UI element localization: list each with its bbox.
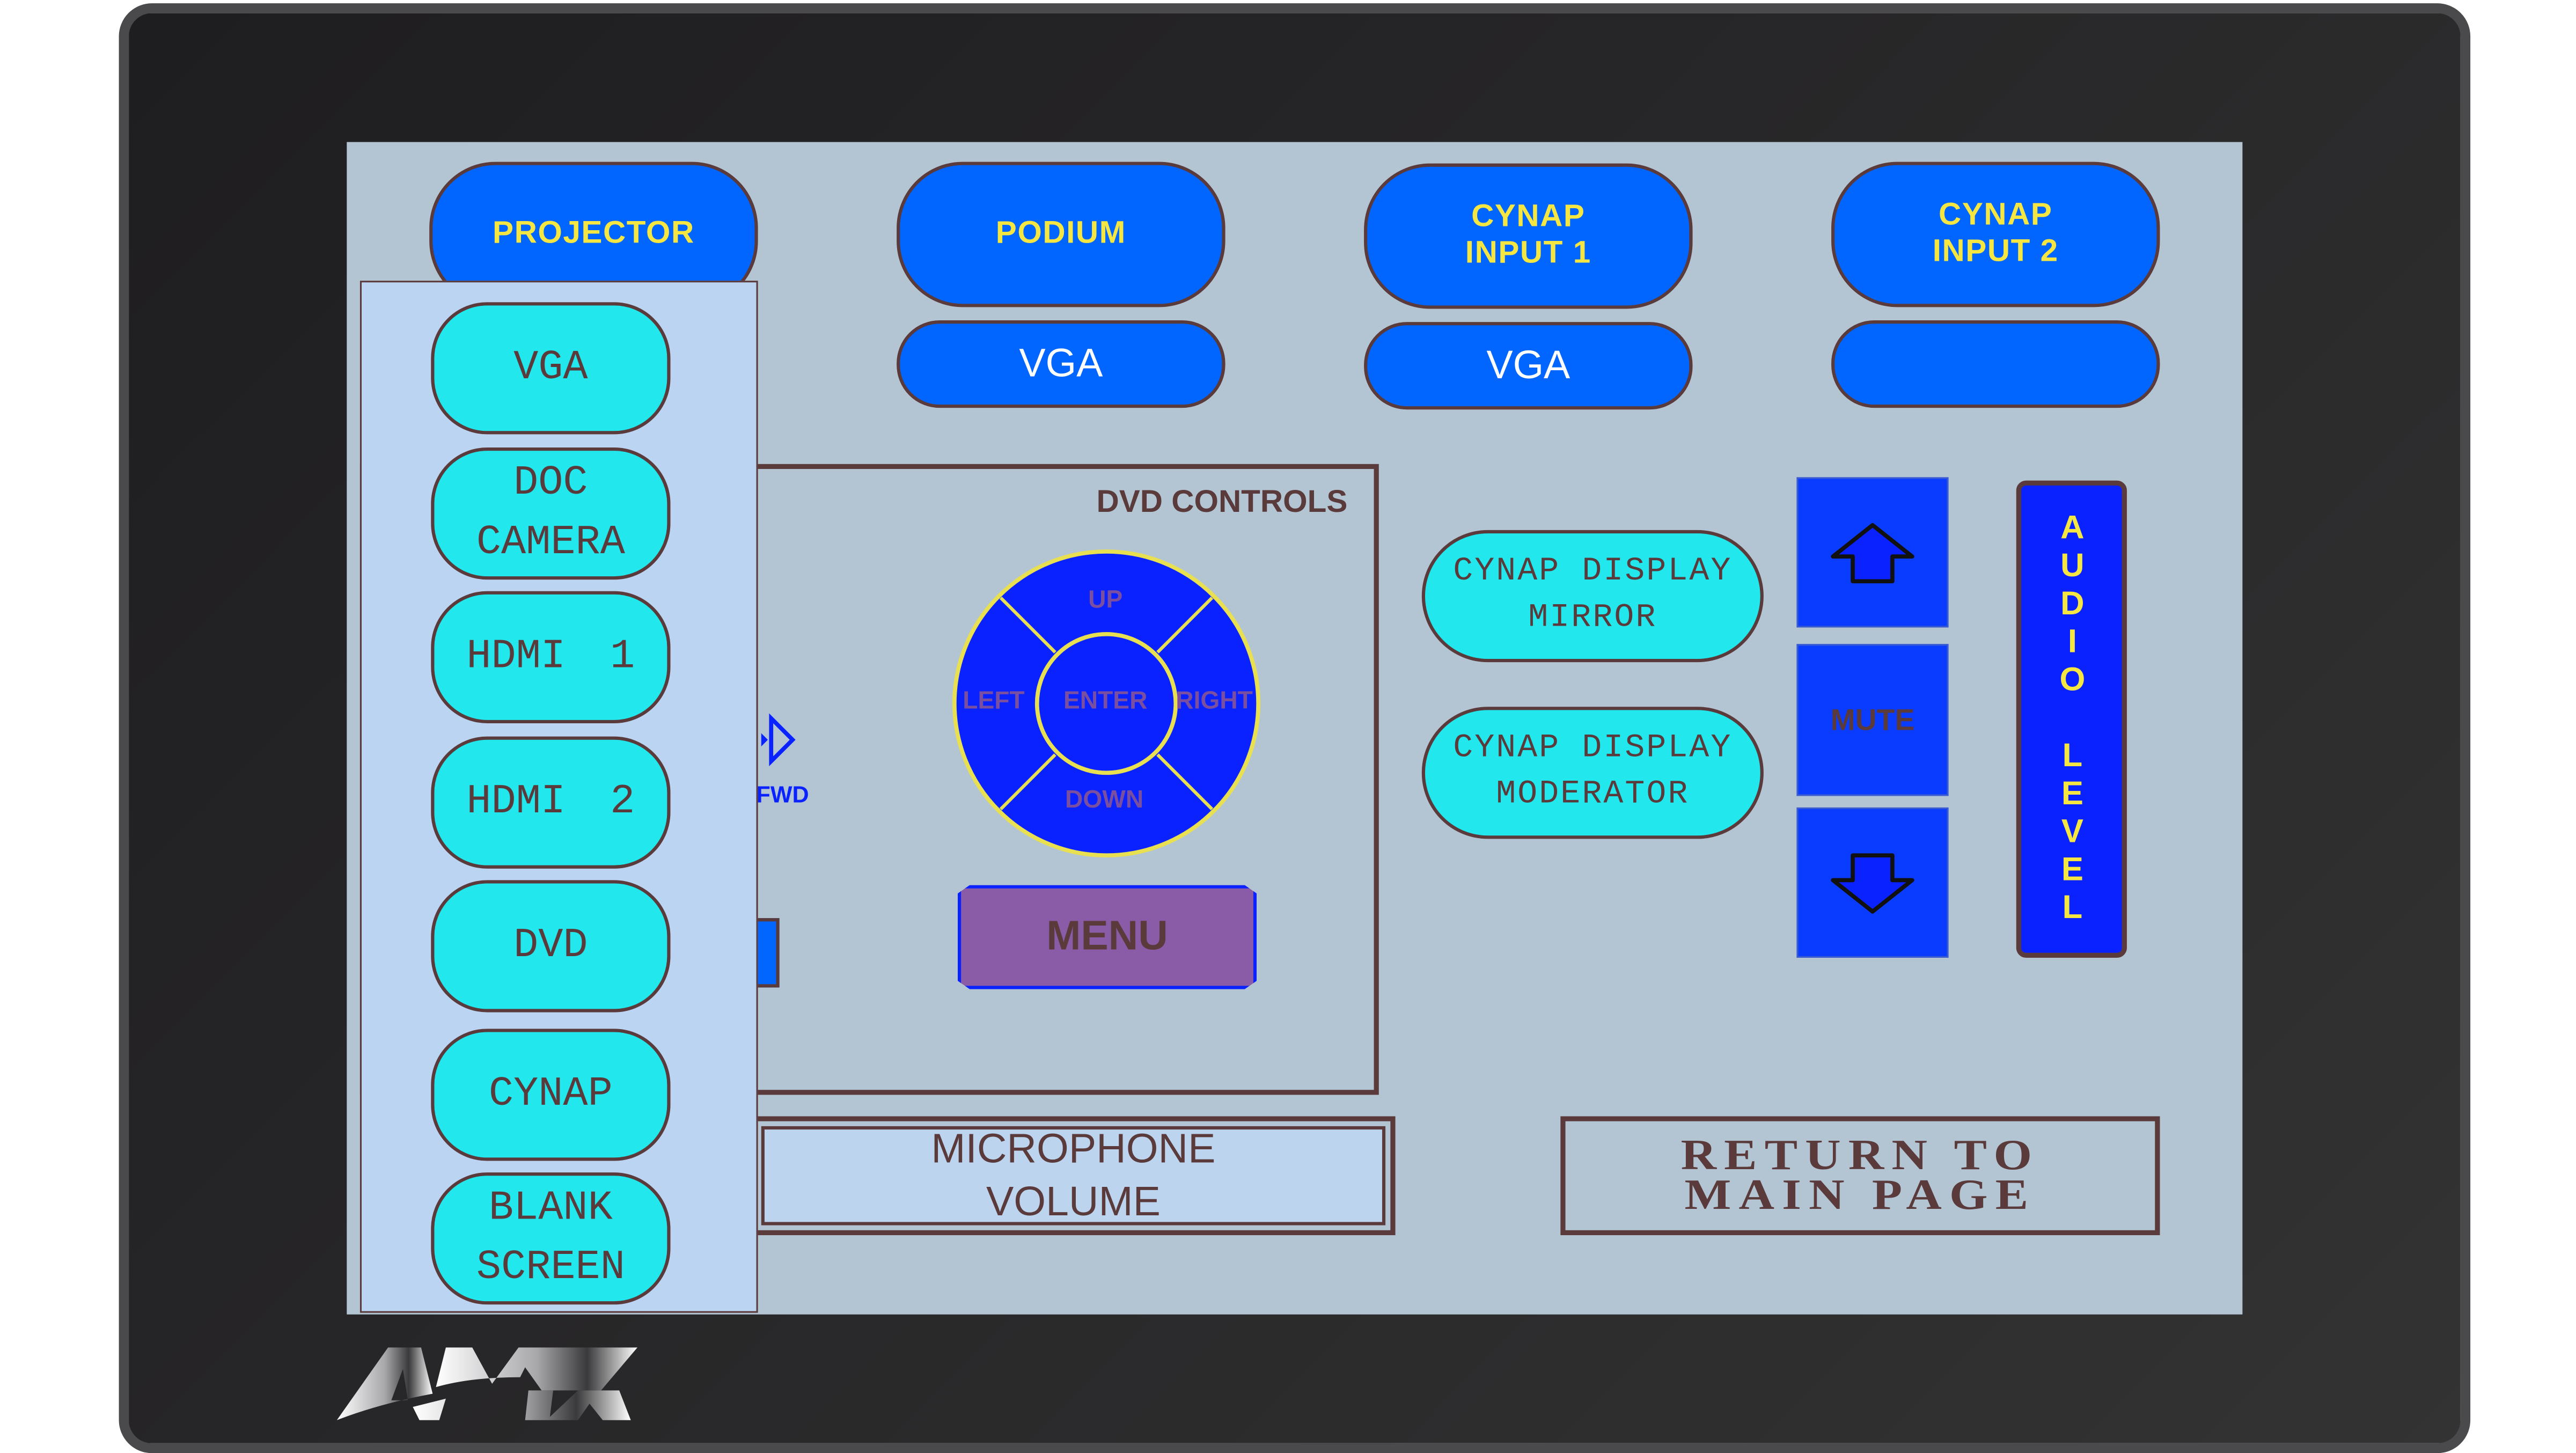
dpad-left[interactable]: LEFT [963, 687, 1025, 715]
popup-item-label: BLANK SCREEN [476, 1184, 625, 1291]
popup-hdmi-2-button[interactable]: HDMI 2 [431, 736, 671, 869]
podium-input-label: VGA [1019, 341, 1103, 386]
arrow-up-icon [1831, 522, 1914, 583]
volume-up-button[interactable] [1796, 477, 1949, 628]
dpad-enter-label: ENTER [1063, 687, 1148, 715]
popup-item-label: HDMI 1 [466, 632, 635, 680]
cynap-input-1-source-button[interactable]: VGA [1364, 322, 1693, 410]
audio-level-bar[interactable]: AUDIO LEVEL [2016, 480, 2127, 958]
cynap-input-1-source-label: VGA [1486, 342, 1570, 387]
popup-blank-screen-button[interactable]: BLANK SCREEN [431, 1172, 671, 1305]
amx-logo [336, 1347, 637, 1420]
dvd-dpad [952, 549, 1260, 858]
dpad-down[interactable]: DOWN [1065, 786, 1144, 814]
dvd-controls-title: DVD CONTROLS [1096, 485, 1348, 520]
cynap-input-1-label: CYNAP INPUT 1 [1465, 200, 1591, 271]
volume-down-button[interactable] [1796, 807, 1949, 958]
microphone-volume-panel[interactable]: MICROPHONE VOLUME [751, 1116, 1396, 1236]
cynap-moderator-label: CYNAP DISPLAY MODERATOR [1453, 730, 1733, 814]
popup-item-label: DVD [513, 921, 588, 970]
fwd-label: FWD [756, 781, 809, 808]
mute-button[interactable]: MUTE [1796, 644, 1949, 796]
popup-vga-button[interactable]: VGA [431, 302, 671, 435]
popup-doc-camera-button[interactable]: DOC CAMERA [431, 447, 671, 580]
popup-dvd-button[interactable]: DVD [431, 880, 671, 1012]
menu-button[interactable]: MENU [958, 885, 1257, 989]
popup-item-label: DOC CAMERA [476, 459, 625, 567]
microphone-volume-label: MICROPHONE VOLUME [931, 1126, 1216, 1225]
cynap-display-mirror-button[interactable]: CYNAP DISPLAY MIRROR [1421, 530, 1764, 663]
audio-level-label: AUDIO LEVEL [2054, 510, 2091, 928]
dpad-right[interactable]: RIGHT [1176, 687, 1253, 715]
podium-input-button[interactable]: VGA [897, 320, 1225, 408]
cynap-input-2-label: CYNAP INPUT 2 [1932, 198, 2059, 269]
fast-forward-icon[interactable] [751, 713, 801, 767]
popup-item-label: VGA [513, 343, 588, 392]
mute-label: MUTE [1830, 702, 1915, 736]
cynap-input-1-button[interactable]: CYNAP INPUT 1 [1364, 163, 1693, 309]
podium-label: PODIUM [995, 216, 1126, 251]
arrow-down-icon [1831, 852, 1914, 913]
menu-label: MENU [1046, 913, 1168, 960]
cynap-input-2-button[interactable]: CYNAP INPUT 2 [1831, 162, 2160, 307]
return-to-main-page-button[interactable]: RETURN TO MAIN PAGE [1560, 1116, 2160, 1236]
cynap-mirror-label: CYNAP DISPLAY MIRROR [1453, 553, 1733, 637]
popup-item-label: HDMI 2 [466, 777, 635, 826]
cynap-display-moderator-button[interactable]: CYNAP DISPLAY MODERATOR [1421, 707, 1764, 839]
source-selection-popup: VGA DOC CAMERA HDMI 1 HDMI 2 DVD CYNAP B… [359, 281, 758, 1313]
popup-hdmi-1-button[interactable]: HDMI 1 [431, 591, 671, 723]
projector-label: PROJECTOR [493, 216, 695, 251]
popup-cynap-button[interactable]: CYNAP [431, 1029, 671, 1161]
return-label: RETURN TO MAIN PAGE [1680, 1131, 2040, 1219]
cynap-input-2-source-button[interactable] [1831, 320, 2160, 408]
popup-item-label: CYNAP [488, 1070, 613, 1118]
enter-button[interactable] [1034, 632, 1178, 775]
podium-button[interactable]: PODIUM [897, 162, 1225, 307]
dpad-up[interactable]: UP [1088, 586, 1123, 614]
